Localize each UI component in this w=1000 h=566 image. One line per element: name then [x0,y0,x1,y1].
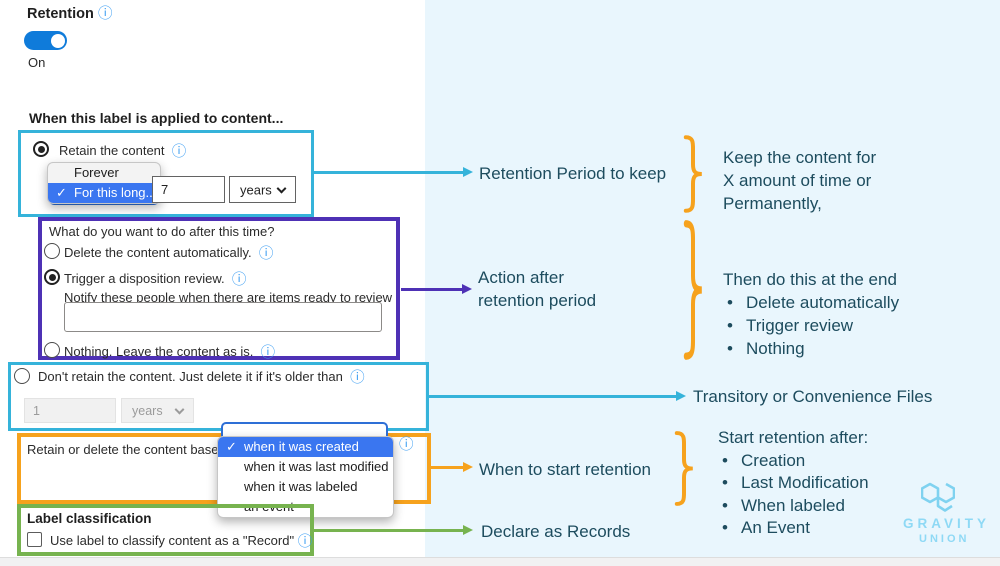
chevron-down-icon [174,404,185,415]
note-line: Keep the content for [723,148,877,167]
info-icon[interactable] [298,535,313,550]
info-icon[interactable] [259,247,274,262]
option-review-label: Trigger a disposition review. [64,271,246,288]
radio-trigger-review[interactable] [44,269,60,285]
arrowhead-icon [463,524,473,535]
after-question: What do you want to do after this time? [49,224,275,239]
option-nothing-label: Nothing. Leave the content as is. [64,344,275,361]
note-line: Permanently, [723,194,822,213]
note-bullet: Delete automatically [723,291,899,314]
label-retention-period: Retention Period to keep [479,164,667,183]
chevron-down-icon [276,183,287,194]
label-action-line2: retention period [478,291,597,310]
based-on-label: Retain or delete the content based o [27,442,237,457]
arrowhead-icon [676,390,686,401]
classification-heading: Label classification [27,511,152,526]
note-bullet-list: Creation Last Modification When labeled … [718,450,869,540]
dont-retain-label: Don't retain the content. Just delete it… [38,369,365,386]
applied-to-content-heading: When this label is applied to content... [29,110,284,126]
note-bullet: Trigger review [723,314,899,337]
brace-icon [674,431,693,506]
note-then-do-this: Then do this at the end Delete automatic… [723,268,899,360]
info-icon[interactable] [98,7,113,22]
duration-unit-select[interactable]: years [229,176,296,203]
arrow-transitory [429,390,686,401]
option-delete-text: Delete the content automatically. [64,245,252,260]
label-action-after: Action after retention period [478,266,596,312]
menu-item-forever[interactable]: Forever [74,165,119,180]
record-checkbox-text: Use label to classify content as a "Reco… [50,533,295,548]
right-background [425,0,1000,557]
info-icon[interactable] [350,371,365,386]
radio-retain-text: Retain the content [59,143,165,158]
arrowhead-icon [463,461,473,472]
logo-gravity-text: GRAVITY [903,516,991,531]
info-icon[interactable] [172,145,187,160]
note-keep-content: Keep the content for X amount of time or… [723,146,876,215]
brace-icon [683,135,702,213]
note-bullet: When labeled [718,495,869,518]
note-bullet: Creation [718,450,869,473]
menu-item-when-labeled[interactable]: when it was labeled [244,479,358,494]
option-delete-label: Delete the content automatically. [64,245,273,262]
arrow-retention-period [314,166,473,177]
note-bullet: Last Modification [718,472,869,495]
brace-icon [683,220,702,360]
arrowhead-icon [462,283,472,294]
note-title: Start retention after: [718,428,869,447]
note-start-retention: Start retention after: Creation Last Mod… [718,427,869,540]
duration-dropdown-menu: Forever For this long... [47,162,161,204]
note-line: X amount of time or [723,171,872,190]
bottom-strip [0,557,1000,566]
arrowhead-icon [463,166,473,177]
logo-union-text: UNION [919,533,970,545]
label-transitory: Transitory or Convenience Files [693,387,933,406]
arrow-action-after [401,283,472,294]
note-bullet: An Event [718,517,869,540]
record-checkbox-label: Use label to classify content as a "Reco… [50,533,312,550]
based-on-dropdown-menu: when it was created when it was last mod… [217,436,394,518]
dont-retain-unit-value: years [132,403,163,418]
toggle-state-label: On [28,55,46,70]
arrow-declare-records [314,524,473,535]
option-review-text: Trigger a disposition review. [64,271,225,286]
gravity-union-logo-icon [921,482,955,512]
duration-unit-value: years [240,182,272,197]
menu-item-last-modified[interactable]: when it was last modified [244,459,389,474]
retention-toggle[interactable] [24,31,67,50]
note-bullet-list: Delete automatically Trigger review Noth… [723,291,899,360]
radio-dont-retain[interactable] [14,368,30,384]
arrow-start-retention [430,461,473,472]
label-action-line1: Action after [478,268,564,287]
dont-retain-unit-select: years [121,398,194,423]
record-checkbox[interactable] [27,532,42,547]
menu-item-for-this-long[interactable]: For this long... [48,183,160,203]
info-icon[interactable] [261,346,276,361]
note-bullet: Nothing [723,337,899,360]
notify-people-input[interactable] [64,302,382,332]
option-nothing-text: Nothing. Leave the content as is. [64,344,254,359]
duration-value-input[interactable] [152,176,225,203]
radio-delete-automatically[interactable] [44,243,60,259]
dont-retain-value-input [24,398,116,423]
label-start-retention: When to start retention [479,460,651,479]
radio-retain-label: Retain the content [59,143,186,160]
note-title: Then do this at the end [723,270,897,289]
dont-retain-text: Don't retain the content. Just delete it… [38,369,343,384]
radio-retain-content[interactable] [33,141,49,157]
menu-item-when-created[interactable]: when it was created [218,437,393,457]
info-icon[interactable] [399,438,414,453]
radio-nothing[interactable] [44,342,60,358]
menu-item-an-event[interactable]: an event [244,499,294,514]
toggle-knob [50,33,65,48]
label-declare-records: Declare as Records [481,522,631,541]
info-icon[interactable] [232,273,247,288]
notify-label: Notify these people when there are items… [64,290,393,305]
retention-section-title: Retention [27,6,94,22]
